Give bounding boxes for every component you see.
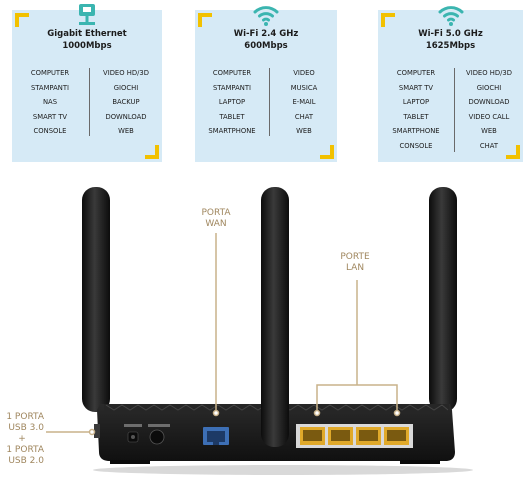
device-list: COMPUTER STAMPANTI LAPTOP TABLET SMARTPH… [199,66,265,139]
list-item: WEB [118,127,134,136]
lan-port [384,427,409,445]
usage-list: VIDEO MUSICA E-MAIL CHAT WEB [273,66,335,139]
column-divider [454,68,455,152]
list-item: COMPUTER [396,69,436,77]
corner-accent [381,13,395,27]
list-item: TABLET [219,112,245,121]
list-item: CHAT [479,141,499,150]
card-title: Wi-Fi 2.4 GHz [233,29,299,39]
label-line: PORTA [201,208,231,218]
card-wifi-24ghz: Wi-Fi 2.4 GHz 600Mbps COMPUTER STAMPANTI… [195,6,337,162]
list-item: NAS [42,98,58,107]
card-title: Wi-Fi 5.0 GHz [418,29,483,39]
device-list: COMPUTER SMART TV LAPTOP TABLET SMARTPHO… [382,66,450,154]
label-line: USB 2.0 [8,456,44,466]
list-item: STAMPANTI [30,83,69,92]
wifi-icon [438,6,463,26]
label-line: WAN [205,219,227,229]
list-item: CONSOLE [33,127,67,136]
device-list: COMPUTER STAMPANTI NAS SMART TV CONSOLE [18,66,82,139]
list-item: DOWNLOAD [105,112,147,121]
list-item: MUSICA [290,83,318,92]
label-line: 1 PORTA [6,412,44,422]
card-title: Gigabit Ethernet [47,29,127,39]
wifi-icon [253,6,279,26]
list-item: WEB [481,127,497,136]
corner-accent [198,13,212,27]
usb-ports-label: 1 PORTA USB 3.0 + 1 PORTA USB 2.0 [0,412,44,467]
list-item: BACKUP [112,98,140,107]
card-speed: 1000Mbps [62,41,112,51]
lan-port [356,427,381,445]
list-item: WEB [296,127,312,136]
lan-port [328,427,353,445]
lan-ports [296,424,413,448]
card-speed: 600Mbps [244,41,288,51]
list-item: LAPTOP [218,98,246,107]
list-item: SMARTPHONE [392,127,440,136]
list-item: DOWNLOAD [468,98,510,107]
antenna-right [429,187,457,412]
column-divider [89,68,90,136]
card-wifi-5ghz: Wi-Fi 5.0 GHz 1625Mbps COMPUTER SMART TV… [378,6,523,162]
wan-port-label: PORTA WAN [196,208,236,230]
ethernet-icon [79,4,95,25]
lan-port [300,427,325,445]
wan-port [203,427,229,445]
list-item: SMART TV [32,112,68,121]
usb-port [94,424,100,438]
label-line: USB 3.0 [8,423,44,433]
port-print [148,424,170,427]
list-item: VIDEO CALL [468,112,510,121]
antenna-left [82,187,110,412]
callout-dots [88,409,401,436]
port-print [124,424,142,427]
corner-accent [320,145,334,159]
corner-accent [506,145,520,159]
list-item: COMPUTER [30,69,70,77]
card-speed: 1625Mbps [425,41,476,51]
list-item: SMARTPHONE [208,127,256,136]
list-item: VIDEO [293,69,315,77]
floor-shadow [93,465,473,475]
list-item: CHAT [294,112,314,121]
router-body [97,380,455,464]
card-gigabit-ethernet: Gigabit Ethernet 1000Mbps COMPUTER STAMP… [12,4,162,162]
list-item: GIOCHI [113,83,139,92]
list-item: E-MAIL [292,98,316,107]
usage-list: VIDEO HD/3D GIOCHI BACKUP DOWNLOAD WEB [94,66,158,139]
callout-lines [46,233,398,433]
list-item: CONSOLE [399,141,433,150]
label-line: + [18,434,26,444]
lan-ports-label: PORTE LAN [335,252,375,274]
list-item: TABLET [403,112,429,121]
power-button [149,429,165,445]
list-item: GIOCHI [476,83,502,92]
power-port [127,431,139,443]
list-item: VIDEO HD/3D [103,69,149,77]
list-item: LAPTOP [402,98,430,107]
list-item: SMART TV [398,83,434,92]
list-item: STAMPANTI [212,83,251,92]
corner-accent [15,13,29,27]
list-item: COMPUTER [212,69,252,77]
label-line: LAN [345,263,365,273]
label-line: 1 PORTA [6,445,44,455]
label-line: PORTE [340,252,370,262]
usage-list: VIDEO HD/3D GIOCHI DOWNLOAD VIDEO CALL W… [458,66,520,154]
corner-accent [145,145,159,159]
list-item: VIDEO HD/3D [466,69,512,77]
column-divider [269,68,270,136]
